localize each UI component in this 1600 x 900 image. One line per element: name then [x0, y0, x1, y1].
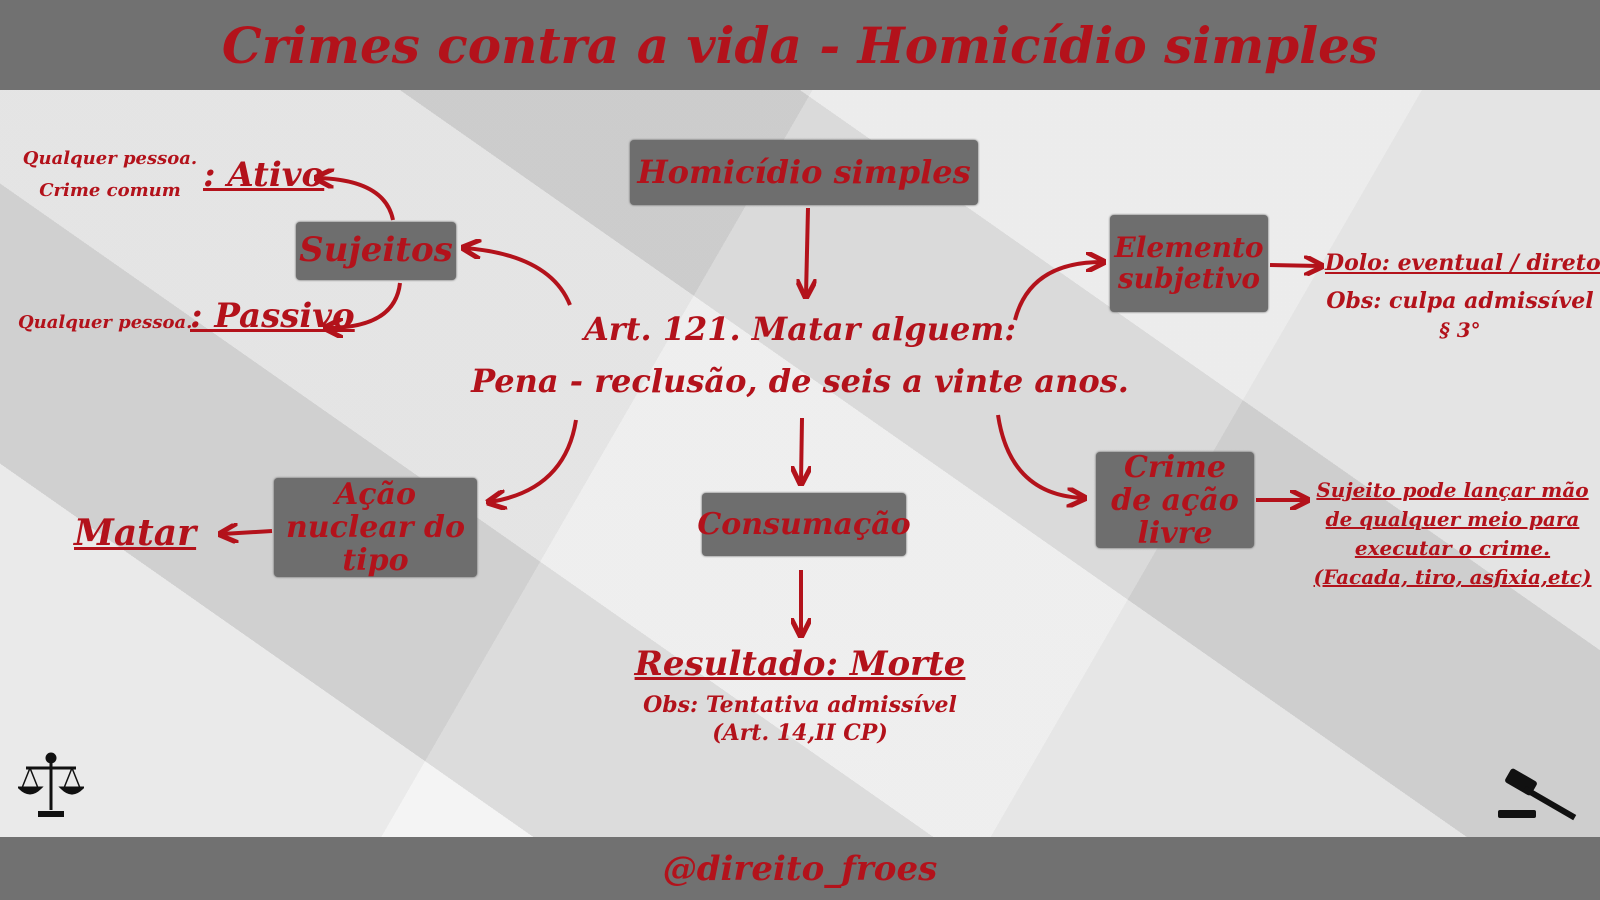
culpa-text: Obs: culpa admissível [1326, 288, 1594, 314]
passivo-note: Qualquer pessoa. [18, 312, 193, 333]
homicidio-simples-box: Homicídio simples [630, 140, 978, 205]
paragraph-3-text: § 3° [1439, 318, 1481, 342]
footer-handle: @direito_froes [0, 837, 1600, 900]
arrow-to-passivo [327, 282, 402, 328]
art-14-text: (Art. 14,II CP) [712, 720, 888, 746]
art-121-text: Art. 121. Matar alguem: [583, 310, 1017, 348]
arrow-to-consumacao [801, 417, 802, 482]
acao-livre-line: (Facada, tiro, asfixia,etc) [1313, 565, 1592, 589]
arrow-center-down [806, 207, 808, 295]
ativo-label: : Ativo [203, 155, 325, 195]
acao-livre-line: Sujeito pode lançar mão [1316, 478, 1589, 502]
gavel-icon [1498, 768, 1577, 821]
crime-acao-livre-box: Crime de ação livre [1096, 451, 1254, 550]
acao-livre-line: de qualquer meio para [1325, 507, 1580, 531]
acao-livre-line: executar o crime. [1354, 536, 1551, 560]
arrow-to-elemento [1013, 262, 1102, 321]
acao-nuclear-box: Ação nuclear do tipo [274, 478, 477, 577]
ativo-note-1: Qualquer pessoa. [22, 148, 198, 169]
arrow-to-acao-nuclear [490, 419, 578, 502]
ativo-note-2: Crime comum [39, 180, 181, 201]
elemento-subjetivo-box: Elemento subjetivo [1110, 215, 1268, 312]
arrow-to-ativo [318, 178, 395, 221]
pena-text: Pena - reclusão, de seis a vinte anos. [471, 362, 1129, 400]
arrow-to-acao-livre [996, 414, 1083, 498]
arrow-to-matar [222, 531, 273, 534]
dolo-text: Dolo: eventual / direto [1325, 250, 1600, 276]
consumacao-box: Consumação [697, 493, 911, 556]
matar-text: Matar [74, 512, 197, 554]
scales-of-justice-icon [18, 752, 84, 817]
resultado-morte-text: Resultado: Morte [634, 644, 966, 684]
passivo-label: : Passivo [190, 296, 355, 336]
page-title: Crimes contra a vida - Homicídio simples [0, 0, 1600, 90]
sujeitos-box: Sujeitos [296, 222, 456, 280]
arrow-to-dolo [1269, 265, 1320, 266]
tentativa-text: Obs: Tentativa admissível [643, 692, 957, 718]
arrow-to-sujeitos [465, 248, 572, 306]
